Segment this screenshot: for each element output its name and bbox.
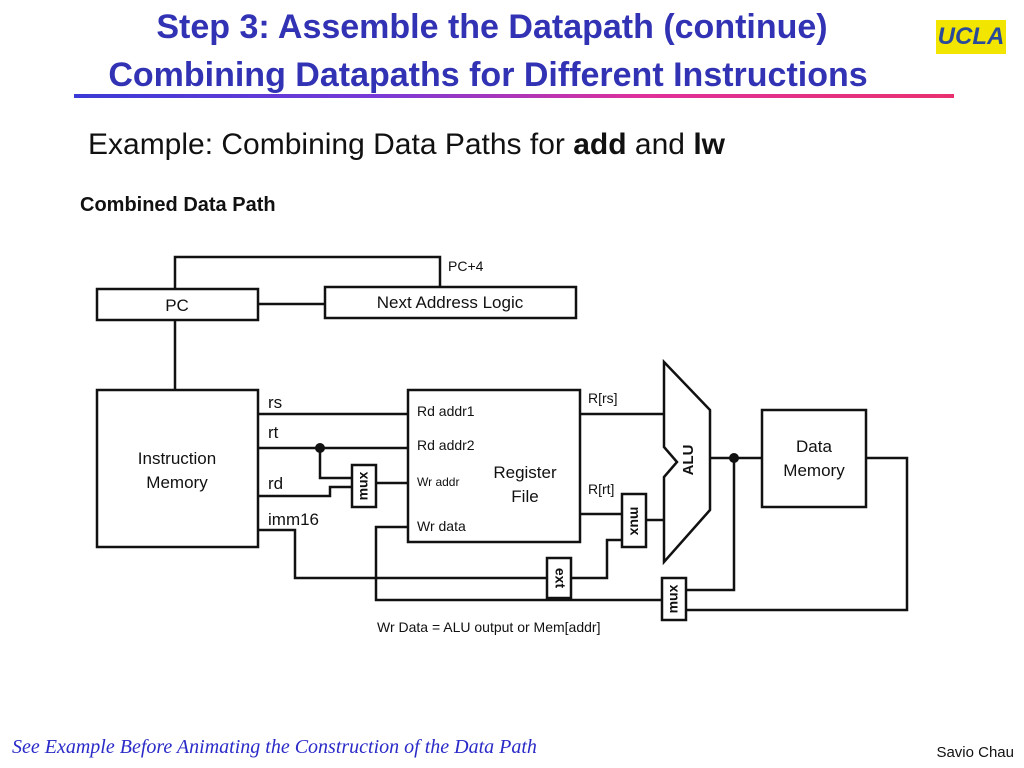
register-file-label-2: File bbox=[511, 487, 538, 506]
alu-b-mux bbox=[620, 492, 648, 549]
slide-subtitle-heading: Combining Datapaths for Different Instru… bbox=[108, 56, 868, 94]
wr-addr-mux bbox=[350, 463, 378, 509]
writeback-wire bbox=[374, 525, 662, 602]
data-memory-box bbox=[760, 408, 868, 509]
title-underline bbox=[74, 94, 954, 98]
dmem-label-2: Memory bbox=[783, 461, 845, 480]
example-caption: Example: Combining Data Paths for add an… bbox=[88, 128, 725, 162]
alu-label: ALU bbox=[680, 445, 697, 476]
rt-junction bbox=[315, 443, 325, 453]
rd-wire bbox=[258, 485, 352, 498]
example-prefix: Example: Combining Data Paths for bbox=[88, 128, 574, 161]
instruction-memory-box bbox=[95, 388, 260, 549]
register-file-box bbox=[406, 388, 582, 544]
pc-label: PC bbox=[165, 296, 189, 315]
writeback-mux bbox=[660, 576, 688, 622]
next-address-label: Next Address Logic bbox=[377, 293, 524, 312]
rt-to-mux-wire bbox=[318, 448, 352, 480]
alu-to-wb-mux-wire bbox=[686, 458, 736, 592]
example-lw: lw bbox=[693, 128, 725, 161]
writeback-mux-label: mux bbox=[665, 584, 681, 613]
slide-title: Step 3: Assemble the Datapath (continue) bbox=[156, 8, 828, 46]
rd-label: rd bbox=[268, 474, 283, 493]
example-add: add bbox=[573, 128, 627, 161]
diagram-heading: Combined Data Path bbox=[80, 194, 276, 216]
r-rs-label: R[rs] bbox=[588, 390, 618, 406]
wr-data-label: Wr data bbox=[417, 518, 466, 534]
author-credit: Savio Chau bbox=[936, 744, 1014, 761]
footer-note: See Example Before Animating the Constru… bbox=[12, 736, 537, 758]
rs-label: rs bbox=[268, 393, 282, 412]
pc-plus4-wire bbox=[173, 255, 442, 289]
wr-addr-label: Wr addr bbox=[417, 475, 459, 489]
register-file-label-1: Register bbox=[493, 463, 557, 482]
rd-addr2-label: Rd addr2 bbox=[417, 437, 475, 453]
imem-label-1: Instruction bbox=[138, 449, 216, 468]
rd-addr1-label: Rd addr1 bbox=[417, 403, 475, 419]
dmem-out-wire bbox=[686, 456, 909, 612]
wr-data-note: Wr Data = ALU output or Mem[addr] bbox=[377, 619, 600, 635]
pc-box bbox=[95, 287, 260, 322]
example-and: and bbox=[626, 128, 694, 161]
imem-label-2: Memory bbox=[146, 473, 208, 492]
pc-plus4-label: PC+4 bbox=[448, 258, 484, 274]
alu-b-mux-label: mux bbox=[627, 507, 643, 536]
alu-junction bbox=[729, 453, 739, 463]
sign-extend-box bbox=[545, 556, 573, 600]
alu-shape bbox=[662, 358, 712, 566]
dmem-label-1: Data bbox=[796, 437, 832, 456]
next-address-box bbox=[323, 285, 578, 320]
ext-out-wire bbox=[571, 538, 622, 580]
sign-extend-label: ext bbox=[552, 568, 568, 589]
rt-label: rt bbox=[268, 423, 279, 442]
imm16-label: imm16 bbox=[268, 510, 319, 529]
ucla-logo: UCLA bbox=[936, 20, 1006, 54]
wr-addr-mux-label: mux bbox=[355, 471, 371, 500]
r-rt-label: R[rt] bbox=[588, 481, 614, 497]
imm16-wire bbox=[258, 528, 547, 580]
